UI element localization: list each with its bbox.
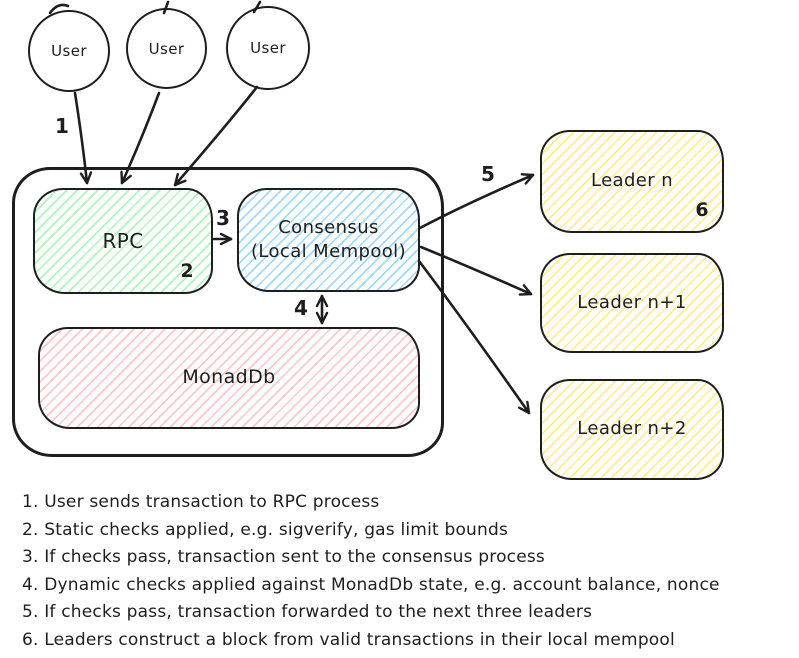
node-rpc-label: RPC <box>102 228 144 253</box>
node-leader-n-plus-1: Leader n+1 <box>540 253 724 353</box>
user-node-3: User <box>226 6 310 90</box>
step-line-6: 6. Leaders construct a block from valid … <box>22 629 675 650</box>
user-node-2: User <box>126 8 207 89</box>
node-leader-n-plus-2-label: Leader n+2 <box>577 418 687 440</box>
step-marker-5: 5 <box>481 162 495 186</box>
node-leader-n: Leader n <box>540 130 724 233</box>
step-line-4: 4. Dynamic checks applied against MonadD… <box>22 574 720 595</box>
steps-list: 1. User sends transaction to RPC process… <box>22 489 720 654</box>
step-line-2: 2. Static checks applied, e.g. sigverify… <box>22 519 509 540</box>
step-marker-6: 6 <box>695 199 709 221</box>
node-consensus-sublabel: (Local Mempool) <box>250 241 406 262</box>
user-node-3-label: User <box>250 39 286 57</box>
step-marker-1: 1 <box>55 114 69 138</box>
user-node-1-label: User <box>51 42 87 60</box>
step-marker-2: 2 <box>180 260 194 282</box>
node-leader-n-plus-1-label: Leader n+1 <box>577 291 687 313</box>
user-node-2-label: User <box>148 39 185 58</box>
step-line-3: 3. If checks pass, transaction sent to t… <box>22 547 545 567</box>
node-consensus-label: Consensus <box>278 216 379 238</box>
node-monaddb-label: MonadDb <box>182 366 276 389</box>
step-marker-4: 4 <box>294 296 308 320</box>
node-leader-n-plus-2: Leader n+2 <box>540 379 724 480</box>
node-consensus: Consensus (Local Mempool) <box>237 188 420 292</box>
step-marker-3: 3 <box>216 206 230 230</box>
user-node-1: User <box>28 10 110 92</box>
node-leader-n-label: Leader n <box>590 170 674 192</box>
step-line-1: 1. User sends transaction to RPC process <box>22 492 380 512</box>
node-monaddb: MonadDb <box>38 327 420 429</box>
node-rpc: RPC <box>33 188 213 294</box>
step-line-5: 5. If checks pass, transaction forwarded… <box>22 602 593 622</box>
